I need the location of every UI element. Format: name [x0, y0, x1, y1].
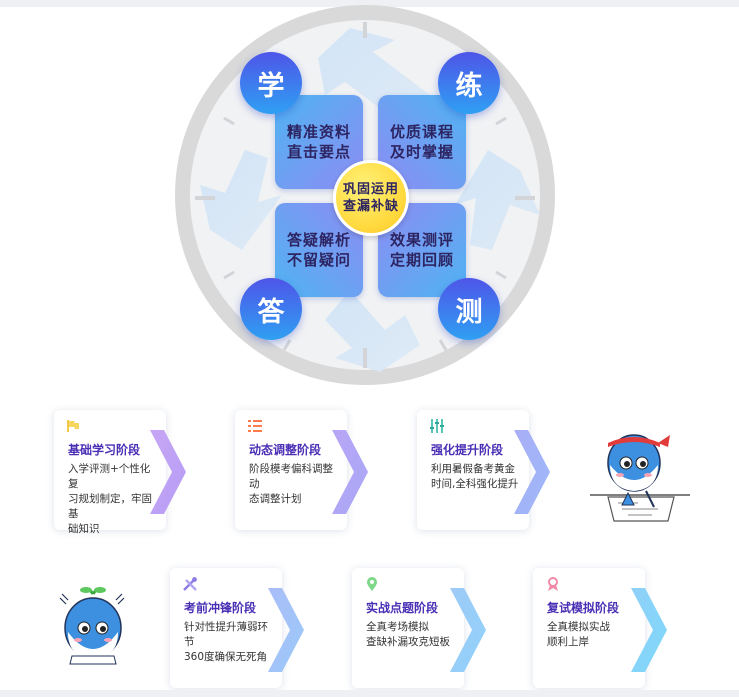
- stage-title: 复试模拟阶段: [547, 601, 620, 615]
- stage-title: 基础学习阶段: [68, 443, 141, 457]
- chevron-right-icon: [150, 430, 186, 514]
- quadrant-line: 定期回顾: [389, 251, 454, 269]
- stage-description: 针对性提升薄弱环节 360度确保无死角: [184, 620, 274, 665]
- quadrant-line: 效果测评: [389, 231, 454, 249]
- cycle-arrows-background: [195, 22, 540, 372]
- desc-line: 入学评测+个性化复: [68, 463, 151, 490]
- study-cycle-diagram: 精准资料 直击要点 优质课程 及时掌握 答疑解析 不留疑问 效果测评 定期回顾 …: [175, 5, 555, 385]
- stage-title: 强化提升阶段: [431, 443, 504, 457]
- stage-card-sprint: 考前冲锋阶段 针对性提升薄弱环节 360度确保无死角: [170, 568, 282, 688]
- flag-icon: [67, 420, 79, 432]
- bottom-divider: [0, 690, 739, 697]
- sliders-icon: [430, 419, 444, 433]
- center-core: 巩固运用 查漏补缺: [333, 160, 409, 236]
- tick: [363, 22, 367, 38]
- stage-card-strengthen: 强化提升阶段 利用暑假备考黄金 时间,全科强化提升: [417, 410, 529, 530]
- stage-card-practice: 实战点题阶段 全真考场模拟 查缺补漏攻克短板: [352, 568, 464, 688]
- arrow-left: [200, 150, 282, 250]
- tick: [515, 196, 535, 200]
- mascot-peeking-illustration: [59, 587, 125, 665]
- quadrant-line: 不留疑问: [286, 251, 351, 269]
- center-line: 巩固运用: [342, 182, 399, 197]
- desc-line: 360度确保无死角: [184, 651, 268, 663]
- desc-line: 阶段模考偏科调整动: [249, 463, 333, 490]
- stage-description: 全真考场模拟 查缺补漏攻克短板: [366, 620, 456, 650]
- quadrant-line: 及时掌握: [389, 143, 454, 161]
- desc-line: 础知识: [68, 523, 100, 535]
- tick: [195, 196, 215, 200]
- location-pin-icon: [367, 577, 377, 591]
- desc-line: 时间,全科强化提升: [431, 478, 519, 490]
- mascot-writing-illustration: [590, 434, 690, 522]
- desc-line: 针对性提升薄弱环节: [184, 621, 268, 648]
- stage-card-basic: 基础学习阶段 入学评测+个性化复 习规划制定，牢固基 础知识: [54, 410, 166, 535]
- stage-description: 利用暑假备考黄金 时间,全科强化提升: [431, 462, 521, 492]
- badge-practice: 练: [438, 52, 500, 114]
- chevron-right-icon: [514, 430, 550, 514]
- desc-line: 习规划制定，牢固基: [68, 493, 152, 520]
- stage-card-retest: 复试模拟阶段 全真模拟实战 顺利上岸: [533, 568, 645, 688]
- desc-line: 态调整计划: [249, 493, 302, 505]
- chevron-right-icon: [631, 588, 667, 672]
- tick: [223, 270, 235, 280]
- desc-line: 全真考场模拟: [366, 621, 429, 633]
- badge-test: 测: [438, 278, 500, 340]
- quadrant-line: 直击要点: [286, 143, 351, 161]
- chevron-right-icon: [450, 588, 486, 672]
- tick: [223, 116, 235, 126]
- tick: [363, 348, 367, 368]
- stage-description: 阶段模考偏科调整动 态调整计划: [249, 462, 339, 507]
- stage-card-adjust: 动态调整阶段 阶段模考偏科调整动 态调整计划: [235, 410, 347, 530]
- tick: [282, 339, 292, 351]
- stage-title: 实战点题阶段: [366, 601, 439, 615]
- tick: [438, 339, 448, 351]
- badge-learn: 学: [240, 52, 302, 114]
- chevron-right-icon: [332, 430, 368, 514]
- center-line: 查漏补缺: [342, 199, 399, 214]
- badge-answer: 答: [240, 278, 302, 340]
- arrow-right: [455, 150, 540, 250]
- quadrant-line: 优质课程: [389, 123, 454, 141]
- stage-description: 全真模拟实战 顺利上岸: [547, 620, 637, 650]
- chevron-right-icon: [268, 588, 304, 672]
- arrow-bottom: [325, 290, 420, 372]
- quadrant-line: 答疑解析: [286, 231, 351, 249]
- quadrant-top-right: 优质课程 及时掌握: [378, 95, 466, 189]
- desc-line: 全真模拟实战: [547, 621, 610, 633]
- top-divider: [0, 0, 739, 7]
- tick: [495, 270, 507, 280]
- award-icon: [548, 577, 558, 591]
- tools-icon: [183, 577, 197, 591]
- stage-title: 考前冲锋阶段: [184, 601, 257, 615]
- desc-line: 利用暑假备考黄金: [431, 463, 515, 475]
- list-icon: [248, 420, 262, 432]
- stage-description: 入学评测+个性化复 习规划制定，牢固基 础知识: [68, 462, 158, 537]
- desc-line: 顺利上岸: [547, 636, 589, 648]
- tick: [495, 116, 507, 126]
- stage-title: 动态调整阶段: [249, 443, 322, 457]
- quadrant-line: 精准资料: [286, 123, 351, 141]
- desc-line: 查缺补漏攻克短板: [366, 636, 450, 648]
